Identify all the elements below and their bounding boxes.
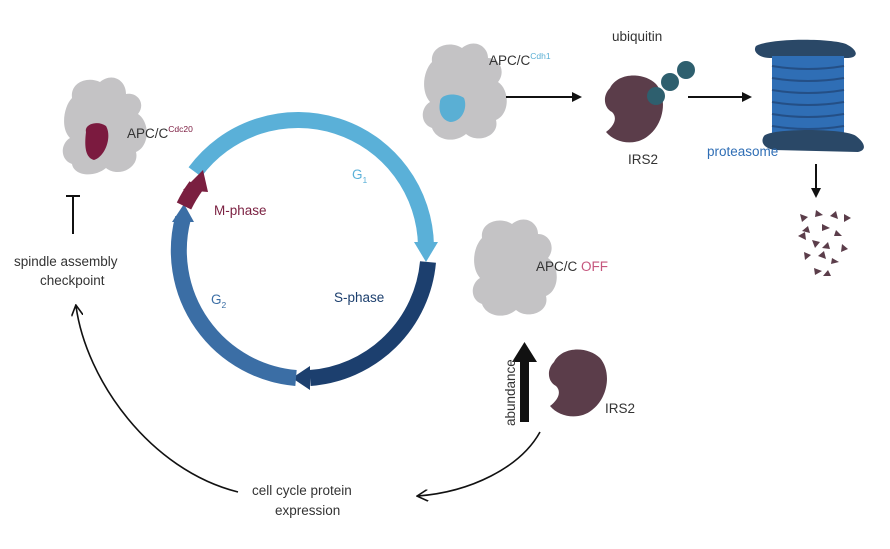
arrow-expression-to-checkpoint — [76, 306, 239, 493]
proteasome-icon — [754, 39, 864, 152]
checkpoint-label-line1: spindle assembly — [14, 254, 118, 269]
ubiquitin-bead-1 — [647, 87, 665, 105]
abundance-label: abundance — [503, 359, 518, 426]
s-phase-arrowhead — [292, 366, 310, 390]
m-phase-label: M-phase — [214, 203, 267, 218]
irs2-ubiquitinated — [604, 61, 695, 143]
apc-cdh1-complex — [422, 43, 507, 140]
expression-label-line2: expression — [275, 503, 340, 518]
apc-off-complex — [472, 219, 557, 316]
ubiquitin-bead-2 — [661, 73, 679, 91]
cdh1-subunit — [439, 94, 466, 122]
abundance-arrow — [512, 342, 537, 422]
s-phase-label: S-phase — [334, 290, 384, 305]
m-phase-arrowhead — [183, 170, 208, 192]
g1-arrowhead — [414, 242, 438, 262]
checkpoint-label-line2: checkpoint — [40, 273, 105, 288]
arrow-irs2-to-expression — [418, 431, 541, 496]
g1-arc — [188, 111, 434, 247]
ubiquitin-bead-3 — [677, 61, 695, 79]
apc-off-label: APC/C OFF — [536, 259, 608, 274]
irs2-label-top: IRS2 — [628, 152, 658, 167]
proteasome-label: proteasome — [707, 144, 778, 159]
g1-label: G1 — [352, 167, 368, 185]
apc-cdh1-label: APC/CCdh1 — [489, 51, 551, 68]
apc-cdc20-complex — [62, 77, 147, 175]
irs2-shape-bottom — [548, 349, 607, 417]
cdc20-subunit — [85, 123, 109, 160]
g2-arc — [170, 215, 297, 386]
apc-cdc20-label: APC/CCdc20 — [127, 124, 193, 141]
cdc20-superscript: Cdc20 — [168, 124, 193, 134]
inhibition-bar — [66, 195, 80, 234]
expression-label-line1: cell cycle protein — [252, 483, 352, 498]
irs2-shape-top — [604, 75, 663, 143]
s-phase-arc — [309, 261, 436, 386]
peptide-fragments — [798, 210, 851, 276]
ubiquitin-label: ubiquitin — [612, 29, 662, 44]
g2-label: G2 — [211, 292, 227, 310]
irs2-label-bottom: IRS2 — [605, 401, 635, 416]
g2-arrowhead — [172, 204, 194, 222]
off-state: OFF — [581, 259, 608, 274]
cell-cycle-ring — [170, 111, 438, 390]
